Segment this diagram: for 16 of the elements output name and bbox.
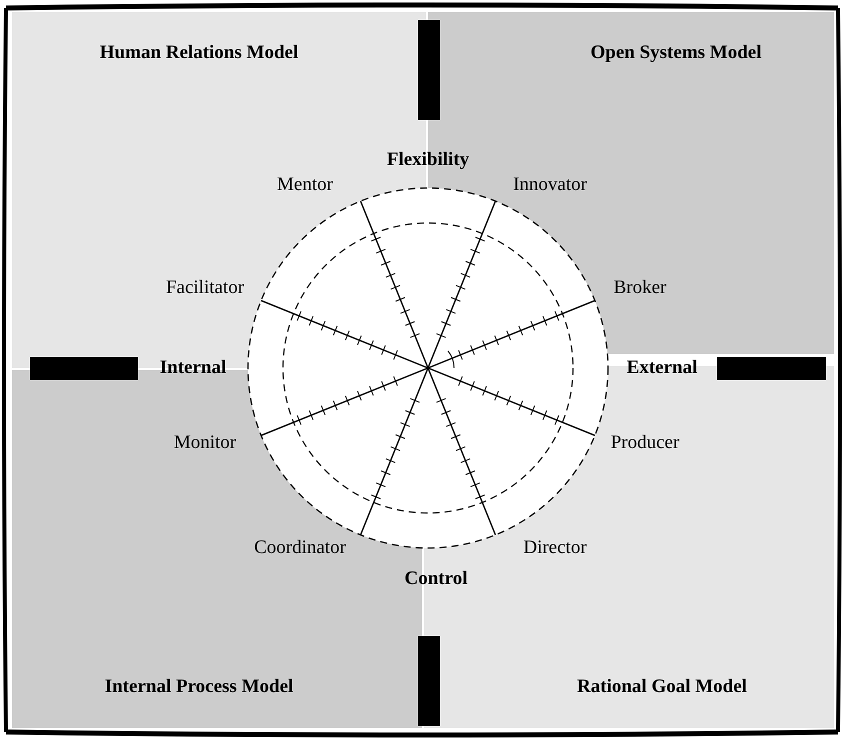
axis-label: Internal [160, 357, 226, 379]
role-label: Producer [610, 432, 680, 454]
axis-label: External [626, 357, 698, 379]
axis-label: Control [404, 568, 468, 590]
role-label: Mentor [277, 174, 333, 196]
model-title: Open Systems Model [590, 42, 762, 64]
role-label: Coordinator [254, 537, 346, 559]
model-title: Rational Goal Model [577, 676, 747, 698]
role-label: Monitor [174, 432, 236, 454]
role-label: Facilitator [166, 277, 244, 299]
model-title: Internal Process Model [104, 676, 294, 698]
role-label: Broker [614, 277, 666, 299]
role-label: Director [523, 537, 587, 559]
model-title: Human Relations Model [100, 42, 298, 64]
axis-label: Flexibility [386, 149, 470, 171]
role-label: Innovator [513, 174, 587, 196]
